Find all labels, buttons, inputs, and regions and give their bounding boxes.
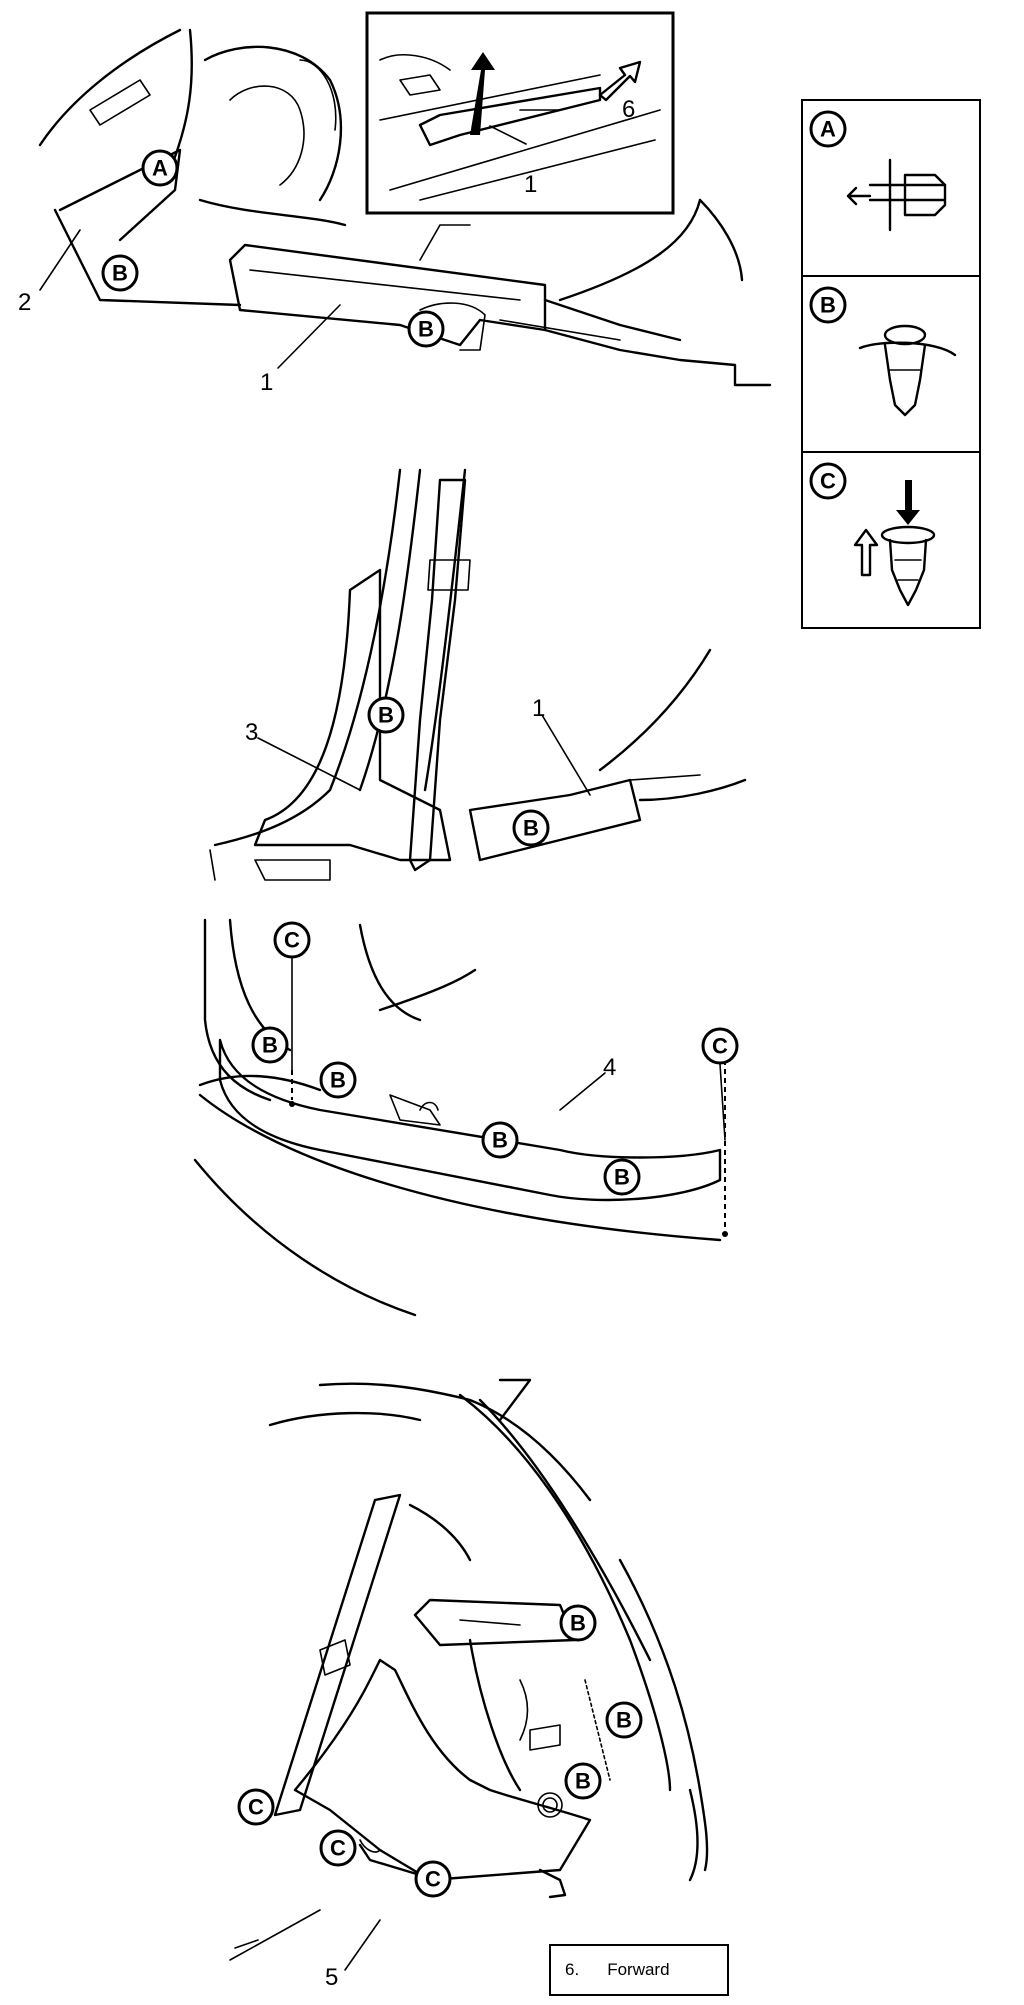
callout-b-front-sill: B xyxy=(407,310,445,348)
svg-text:C: C xyxy=(330,1836,346,1861)
clip-b-drawing xyxy=(858,324,957,417)
svg-text:B: B xyxy=(616,1708,632,1733)
legend-callout-a: A xyxy=(809,110,847,148)
callout-c-quarter-bottom: C xyxy=(414,1860,452,1898)
view-1-front-sill xyxy=(38,28,772,387)
svg-text:B: B xyxy=(820,293,836,318)
callout-b-front-kick: B xyxy=(101,254,139,292)
callout-c-quarter-left: C xyxy=(237,1788,275,1826)
callout-c-rear-right: C xyxy=(701,1027,739,1065)
svg-text:C: C xyxy=(425,1867,441,1892)
part-number-5: 5 xyxy=(325,1964,338,1991)
callout-b-quarter-upper: B xyxy=(559,1604,597,1642)
legend-number: 6. xyxy=(565,1960,580,1979)
view-3-rear-sill xyxy=(193,918,728,1317)
svg-text:B: B xyxy=(570,1611,586,1636)
callout-b-center-sill: B xyxy=(512,809,550,847)
callout-b-pillar: B xyxy=(367,696,405,734)
legend-callout-b: B xyxy=(809,286,847,324)
callout-b-quarter-lower: B xyxy=(564,1762,602,1800)
part-number-4: 4 xyxy=(603,1054,616,1081)
svg-text:B: B xyxy=(614,1165,630,1190)
callout-c-rear-left: C xyxy=(273,921,311,959)
clip-a-drawing xyxy=(846,158,947,232)
svg-text:B: B xyxy=(523,816,539,841)
callout-b-rear-4: B xyxy=(603,1158,641,1196)
svg-text:B: B xyxy=(330,1068,346,1093)
legend-box: 6. Forward xyxy=(549,1944,729,1996)
part-number-6: 6 xyxy=(622,96,635,123)
svg-text:C: C xyxy=(712,1034,728,1059)
svg-text:C: C xyxy=(248,1795,264,1820)
part-number-1-center: 1 xyxy=(532,695,545,722)
svg-text:B: B xyxy=(418,317,434,342)
svg-text:B: B xyxy=(575,1769,591,1794)
legend-callout-c: C xyxy=(809,462,847,500)
callout-b-rear-2: B xyxy=(319,1061,357,1099)
svg-text:A: A xyxy=(820,117,836,142)
clip-c-drawing xyxy=(853,480,936,607)
callout-a-front: A xyxy=(141,149,179,187)
callout-c-quarter-mid: C xyxy=(319,1829,357,1867)
part-number-2: 2 xyxy=(18,289,31,316)
clip-legend xyxy=(801,99,981,629)
legend-label: Forward xyxy=(607,1960,670,1979)
part-number-1-sill: 1 xyxy=(260,369,273,396)
svg-text:B: B xyxy=(492,1128,508,1153)
leader-lines xyxy=(39,125,726,1971)
view-2-center-pillar xyxy=(209,468,747,881)
inset-detail-box xyxy=(365,11,675,215)
svg-text:B: B xyxy=(378,703,394,728)
callout-b-rear-1: B xyxy=(251,1026,289,1064)
svg-text:B: B xyxy=(262,1033,278,1058)
svg-text:B: B xyxy=(112,261,128,286)
callout-b-rear-3: B xyxy=(481,1121,519,1159)
part-number-3: 3 xyxy=(245,719,258,746)
view-4-rear-quarter xyxy=(268,1378,709,1899)
svg-text:C: C xyxy=(820,469,836,494)
svg-text:A: A xyxy=(152,156,168,181)
svg-text:C: C xyxy=(284,928,300,953)
part-number-1-inset: 1 xyxy=(524,171,537,198)
callout-b-quarter-right: B xyxy=(605,1701,643,1739)
